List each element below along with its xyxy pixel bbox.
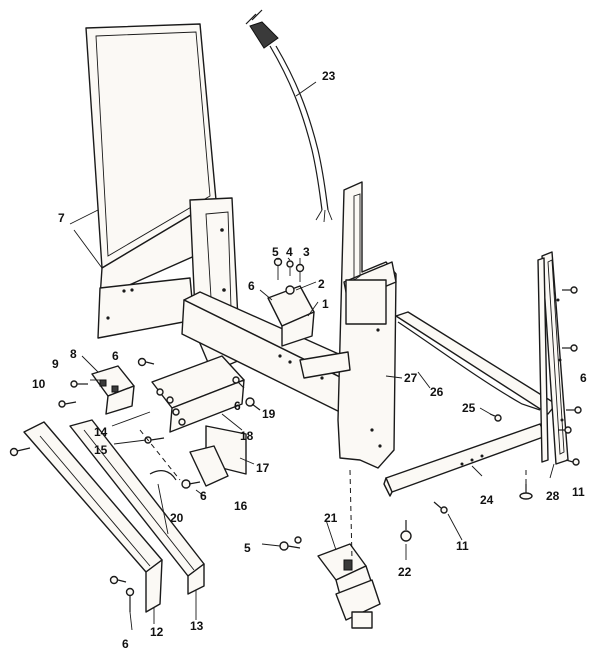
- callout-11: 11: [456, 539, 469, 553]
- callout-5-valve: 5: [244, 541, 251, 555]
- callout-13: 13: [190, 619, 204, 633]
- callout-6-plate: 6: [200, 489, 207, 503]
- callout-4: 4: [286, 245, 293, 259]
- callout-1: 1: [322, 297, 329, 311]
- mounting-plate-part: [149, 425, 247, 487]
- callout-labels: 1 2 3 4 5 6 7 8 9 10 11 12 13 14 15 16 1…: [32, 69, 587, 651]
- callout-6: 6: [248, 279, 255, 293]
- callout-19: 19: [262, 407, 276, 421]
- callout-16: 16: [234, 499, 248, 513]
- bottom-rail-part: [383, 423, 547, 497]
- right-side-rail-part: [537, 251, 569, 465]
- callout-25: 25: [462, 401, 476, 415]
- callout-6-switch: 6: [112, 349, 119, 363]
- callout-23: 23: [322, 69, 336, 83]
- callout-10: 10: [32, 377, 46, 391]
- callout-7: 7: [58, 211, 65, 225]
- callout-11-right: 11: [572, 485, 585, 499]
- callout-2: 2: [318, 277, 325, 291]
- callout-18: 18: [240, 429, 254, 443]
- callout-28: 28: [546, 489, 560, 503]
- callout-5: 5: [272, 245, 279, 259]
- callout-12: 12: [150, 625, 164, 639]
- screw-fasteners-part: [9, 286, 582, 612]
- callout-21: 21: [324, 511, 338, 525]
- leader-lines: [69, 81, 555, 631]
- switch-bracket-part: [151, 355, 245, 433]
- callout-8: 8: [70, 347, 77, 361]
- center-frame-part: [337, 181, 397, 469]
- callout-27: 27: [404, 371, 418, 385]
- callout-6-kick: 6: [122, 637, 129, 651]
- callout-22: 22: [398, 565, 412, 579]
- hinge-bracket-part: [267, 257, 315, 347]
- callout-6-right: 6: [580, 371, 587, 385]
- callout-3: 3: [303, 245, 310, 259]
- callout-17: 17: [256, 461, 270, 475]
- callout-15: 15: [94, 443, 108, 457]
- alignment-lines: [139, 429, 527, 561]
- callout-6-bracket: 6: [234, 399, 241, 413]
- callout-20: 20: [170, 511, 184, 525]
- callout-24: 24: [480, 493, 494, 507]
- solenoid-valve-part: [317, 543, 381, 629]
- kick-plate-part: [23, 419, 205, 613]
- power-cord-part: [245, 9, 333, 223]
- callout-14: 14: [94, 425, 108, 439]
- switch-assembly-part: [91, 365, 135, 415]
- rear-support-rail-part: [299, 311, 557, 415]
- callout-26: 26: [430, 385, 444, 399]
- callout-9: 9: [52, 357, 59, 371]
